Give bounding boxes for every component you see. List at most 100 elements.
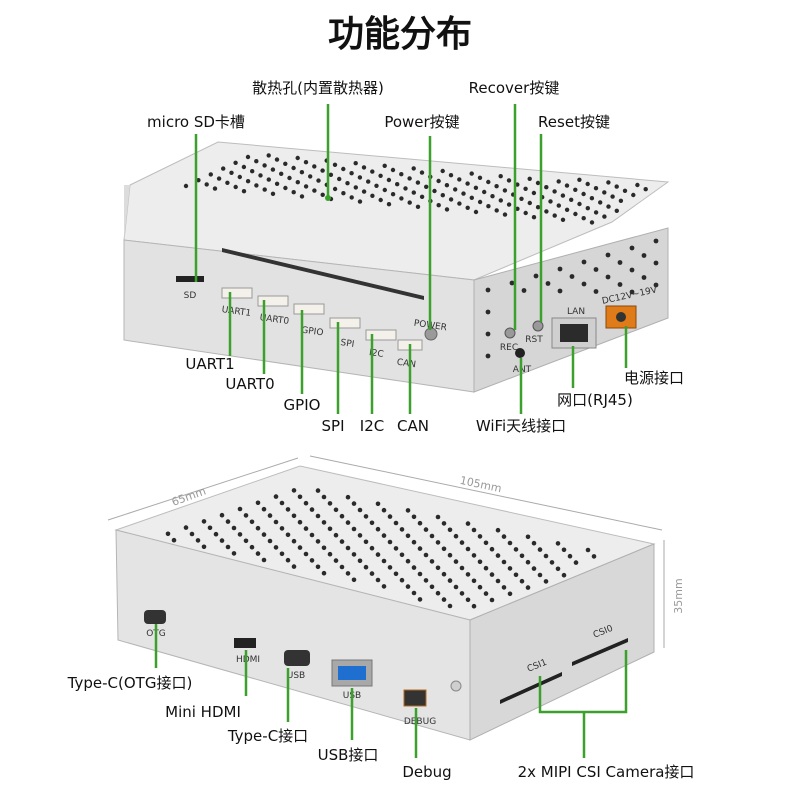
vent-hole: [381, 558, 387, 564]
vent-hole: [316, 178, 321, 183]
vent-hole: [309, 507, 315, 512]
vent-hole: [581, 259, 587, 265]
gpio-connector: [293, 303, 325, 315]
vent-hole: [441, 521, 447, 526]
dc-power-port-pin: [616, 312, 626, 322]
vent-hole: [233, 160, 238, 165]
vent-hole: [471, 527, 477, 533]
csi1-slot[interactable]: [500, 672, 562, 704]
vent-hole: [255, 525, 261, 531]
vent-hole: [459, 540, 465, 545]
vent-hole: [390, 167, 396, 173]
vent-hole: [498, 198, 503, 203]
vent-hole: [337, 176, 342, 182]
vent-hole: [509, 280, 515, 286]
vent-hole: [395, 182, 400, 187]
vent-hole: [465, 597, 471, 603]
vent-hole: [489, 546, 495, 552]
vent-hole: [195, 538, 201, 543]
vent-hole: [255, 551, 261, 556]
vent-hole: [295, 180, 300, 185]
vent-hole: [461, 191, 466, 196]
vent-hole: [423, 552, 429, 558]
vent-hole: [535, 180, 541, 186]
vent-hole: [544, 185, 549, 190]
vent-hole: [485, 287, 491, 293]
debug-silkscreen: DEBUG: [404, 717, 436, 727]
bottom-device: 65mm 105mm 35mm OTG HDMI USB USB DEBUG C…: [67, 455, 694, 781]
uart1-silkscreen: UART1: [221, 305, 252, 319]
vent-hole: [351, 526, 357, 532]
vent-hole: [374, 183, 379, 188]
vent-hole: [255, 500, 261, 506]
vent-hole: [465, 205, 470, 210]
typec-otg-port[interactable]: [144, 610, 166, 624]
vent-hole: [482, 189, 487, 195]
vent-hole: [447, 578, 453, 583]
label-mini-hdmi: Mini HDMI: [165, 703, 241, 721]
vent-hole: [424, 184, 429, 189]
vent-hole: [399, 552, 405, 558]
vent-hole: [399, 196, 404, 201]
vent-hole: [569, 274, 575, 279]
bottom-case-side: [469, 543, 655, 741]
vent-hole: [165, 531, 171, 537]
vent-hole: [221, 166, 226, 171]
vent-hole: [299, 170, 305, 175]
vent-hole: [351, 577, 357, 583]
vent-hole: [370, 193, 375, 198]
vent-hole: [291, 513, 297, 519]
vent-hole: [557, 266, 563, 272]
label-heatsink: 散热孔(内置散热器): [252, 79, 384, 97]
vent-hole: [291, 538, 297, 544]
vent-hole: [606, 180, 611, 185]
vent-hole: [207, 525, 213, 531]
spi-silkscreen: SPI: [340, 338, 355, 350]
vent-hole: [507, 591, 513, 597]
vent-hole: [349, 195, 354, 200]
vent-hole: [489, 572, 495, 577]
vent-hole: [556, 179, 561, 184]
vent-hole: [653, 260, 659, 266]
hdmi-silkscreen: HDMI: [236, 655, 260, 665]
spi-connector: [329, 317, 361, 329]
vent-hole: [357, 507, 363, 513]
page-title: 功能分布: [328, 14, 472, 55]
vent-hole: [231, 525, 237, 531]
vent-hole: [351, 552, 357, 557]
vent-hole: [273, 519, 279, 525]
csi0-slot[interactable]: [572, 638, 628, 666]
vent-hole: [287, 175, 292, 181]
debug-port[interactable]: [403, 689, 427, 707]
vent-hole: [419, 194, 425, 199]
vent-hole: [605, 252, 611, 258]
vent-hole: [617, 260, 623, 265]
vent-hole: [577, 201, 582, 207]
recover-button[interactable]: [504, 327, 516, 339]
dim-height: 35mm: [672, 578, 685, 613]
uart0-silkscreen: UART0: [259, 313, 290, 327]
vent-hole: [308, 174, 313, 179]
vent-hole: [363, 564, 369, 570]
vent-hole: [254, 159, 259, 164]
vent-hole: [245, 154, 251, 160]
vent-hole: [393, 546, 399, 551]
wifi-antenna-port[interactable]: [515, 348, 525, 358]
vent-hole: [477, 534, 483, 539]
vent-hole: [519, 578, 525, 584]
vent-hole: [440, 193, 445, 198]
mini-hdmi-port[interactable]: [234, 638, 256, 648]
vent-hole: [527, 200, 532, 206]
reset-button[interactable]: [532, 320, 544, 332]
typec-port[interactable]: [284, 650, 310, 666]
top-device: SD UART1 UART0 GPIO SPI I2C CAN POWER RE…: [123, 79, 684, 435]
vent-hole: [381, 533, 387, 538]
vent-hole: [457, 177, 462, 182]
vent-hole: [332, 162, 338, 167]
vent-hole: [315, 539, 321, 544]
vent-hole: [357, 533, 363, 538]
vent-hole: [602, 214, 607, 219]
vent-hole: [315, 488, 321, 493]
vent-hole: [417, 571, 423, 577]
